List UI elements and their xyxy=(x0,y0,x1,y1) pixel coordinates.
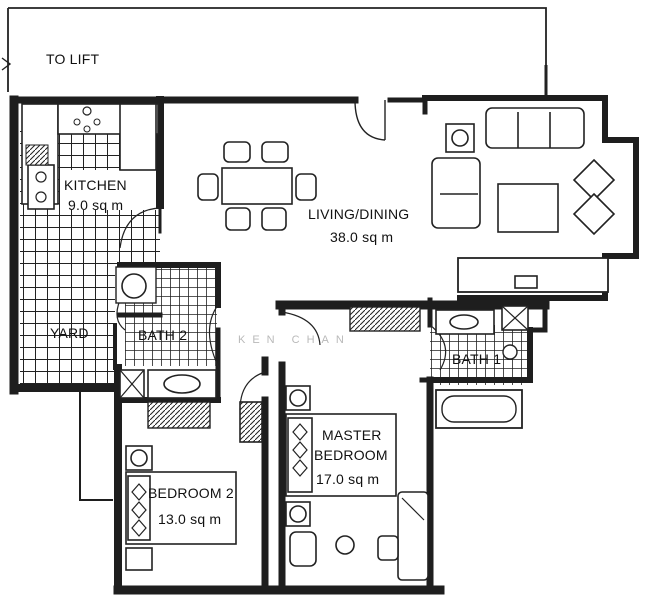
bath1-fittings xyxy=(349,305,529,429)
kitchen-fittings xyxy=(21,103,159,210)
kitchen-name: KITCHEN xyxy=(64,177,127,193)
bath2-name: BATH 2 xyxy=(138,327,187,343)
corridor-label: TO LIFT xyxy=(46,51,100,67)
living-area: 38.0 sq m xyxy=(330,229,393,245)
bedroom2-furniture xyxy=(125,445,237,571)
wardrobes xyxy=(239,401,263,443)
entrance-door xyxy=(354,99,386,141)
yard-name: YARD xyxy=(50,325,89,341)
dining-set xyxy=(197,141,317,231)
living-name: LIVING/DINING xyxy=(308,206,409,222)
kitchen-area: 9.0 sq m xyxy=(68,197,123,213)
master-name-line2: BEDROOM xyxy=(314,447,388,463)
master-area: 17.0 sq m xyxy=(316,471,379,487)
master-furniture xyxy=(285,385,429,581)
living-furniture xyxy=(431,107,616,293)
bedroom2-name: BEDROOM 2 xyxy=(148,485,234,501)
watermark: KEN CHAN xyxy=(238,334,351,346)
corridor xyxy=(1,7,548,96)
bedroom2-area: 13.0 sq m xyxy=(158,511,221,527)
master-name-line1: MASTER xyxy=(322,427,382,443)
bath1-name: BATH 1 xyxy=(452,351,501,367)
bath2-fittings xyxy=(115,266,217,429)
walls xyxy=(9,95,639,595)
